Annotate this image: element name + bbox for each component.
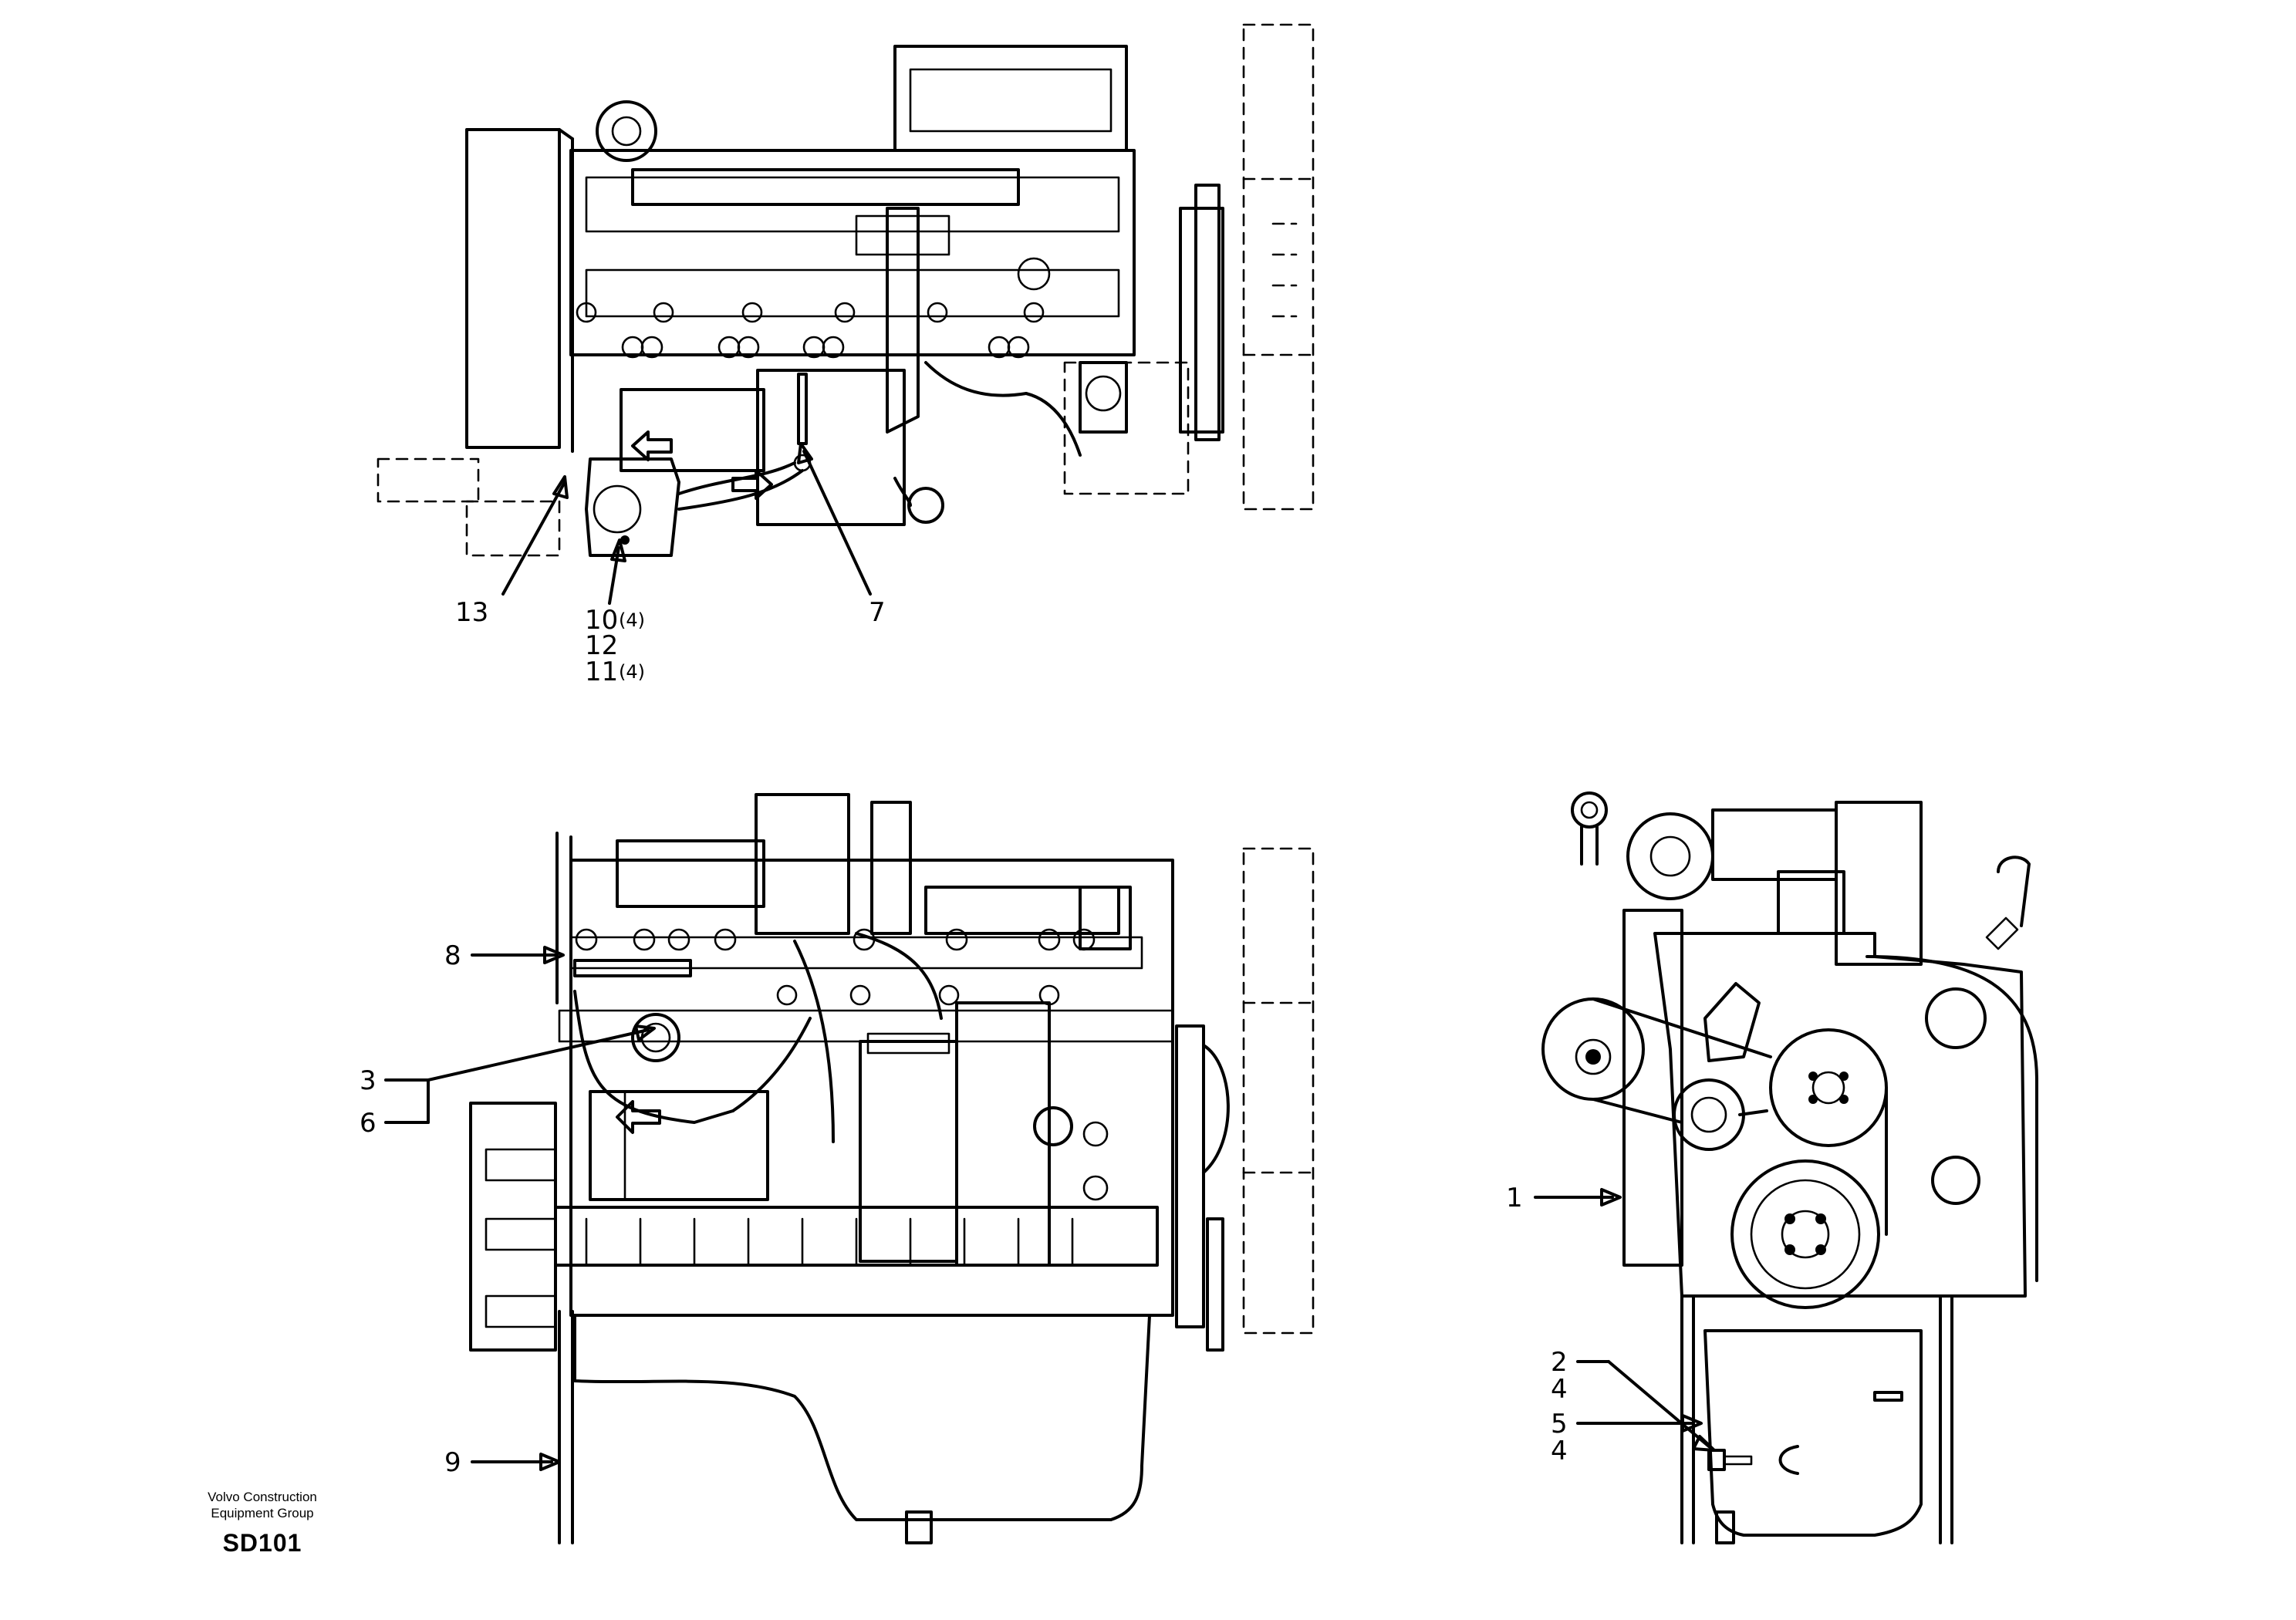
callout-1: 1 bbox=[1506, 1183, 1523, 1213]
side-view-callouts: 8 3 6 9 bbox=[360, 940, 656, 1478]
arrowhead-5 bbox=[1681, 1414, 1703, 1433]
engine-front-view bbox=[1541, 791, 2038, 1544]
engine-top-view bbox=[376, 23, 1315, 557]
callout-4a: 4 bbox=[1551, 1374, 1568, 1405]
title-block: Volvo Construction Equipment Group SD101 bbox=[170, 1489, 355, 1558]
company-name-line1: Volvo Construction bbox=[208, 1490, 317, 1504]
callout-4b: 4 bbox=[1551, 1436, 1568, 1466]
callout-5: 5 bbox=[1551, 1409, 1568, 1439]
callout-8: 8 bbox=[444, 940, 461, 971]
arrowhead-8 bbox=[543, 946, 565, 964]
arrowhead-9 bbox=[539, 1453, 561, 1471]
callout-10: 10 bbox=[585, 605, 618, 636]
callout-2: 2 bbox=[1551, 1347, 1568, 1378]
leader-3 bbox=[427, 1028, 650, 1082]
arrowhead-2 bbox=[1692, 1435, 1716, 1452]
front-view-callouts: 1 2 4 5 4 bbox=[1506, 1183, 1716, 1466]
arrowhead-13 bbox=[552, 475, 569, 499]
callout-11-qty: (4) bbox=[619, 661, 645, 683]
arrowhead-7 bbox=[797, 442, 813, 464]
leader-13 bbox=[501, 481, 566, 596]
callout-10-qty: (4) bbox=[619, 609, 645, 631]
arrowhead-1 bbox=[1600, 1188, 1622, 1207]
callout-12: 12 bbox=[585, 630, 618, 661]
arrowhead-3 bbox=[634, 1024, 656, 1041]
callout-3: 3 bbox=[360, 1065, 376, 1096]
leader-2 bbox=[1607, 1360, 1710, 1448]
callout-13: 13 bbox=[455, 597, 488, 628]
leader-10 bbox=[608, 546, 620, 605]
callout-11: 11 bbox=[585, 656, 618, 687]
drawing-code: SD101 bbox=[222, 1529, 302, 1557]
engine-side-view bbox=[469, 793, 1315, 1544]
top-view-callouts: 13 10 (4) 12 11 (4) 7 bbox=[455, 442, 886, 687]
callout-6: 6 bbox=[360, 1108, 376, 1139]
callout-9: 9 bbox=[444, 1447, 461, 1478]
company-name-line2: Equipment Group bbox=[211, 1506, 314, 1520]
leader-7 bbox=[802, 450, 872, 596]
callout-7: 7 bbox=[869, 597, 886, 628]
arrowhead-10 bbox=[610, 538, 626, 562]
